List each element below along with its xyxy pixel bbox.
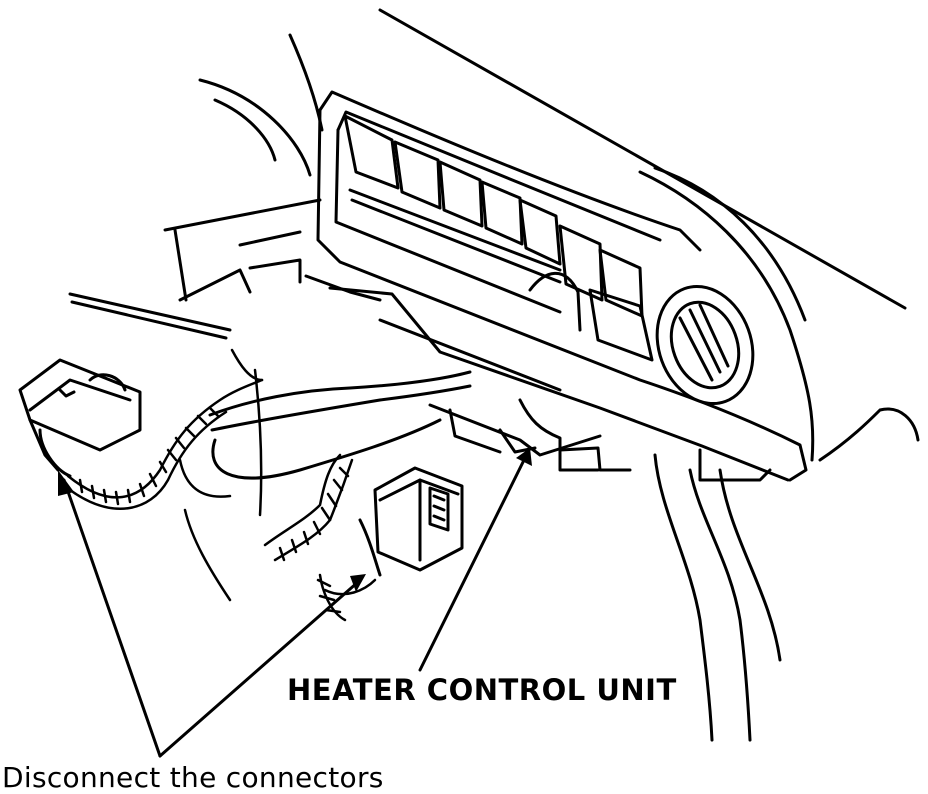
arrowhead-left-connector xyxy=(58,470,74,496)
temperature-knob xyxy=(655,284,755,406)
right-wire-harness xyxy=(653,453,782,742)
arrowhead-heater-unit xyxy=(516,448,532,466)
heater-control-unit xyxy=(428,403,602,472)
left-connector xyxy=(18,358,142,478)
loose-wires xyxy=(178,368,263,602)
arrowhead-center-connector xyxy=(350,574,366,592)
disconnect-connectors-label: Disconnect the connectors xyxy=(2,761,384,794)
dashboard-outline xyxy=(198,8,920,462)
center-wire-harness xyxy=(263,453,377,622)
callout-leaders xyxy=(62,454,528,758)
heater-control-panel xyxy=(163,90,808,482)
center-connector xyxy=(358,466,464,577)
callout-arrowheads xyxy=(58,448,532,592)
left-wire-harness xyxy=(66,348,264,510)
control-cable xyxy=(68,292,472,480)
heater-control-unit-label: HEATER CONTROL UNIT xyxy=(287,673,677,707)
